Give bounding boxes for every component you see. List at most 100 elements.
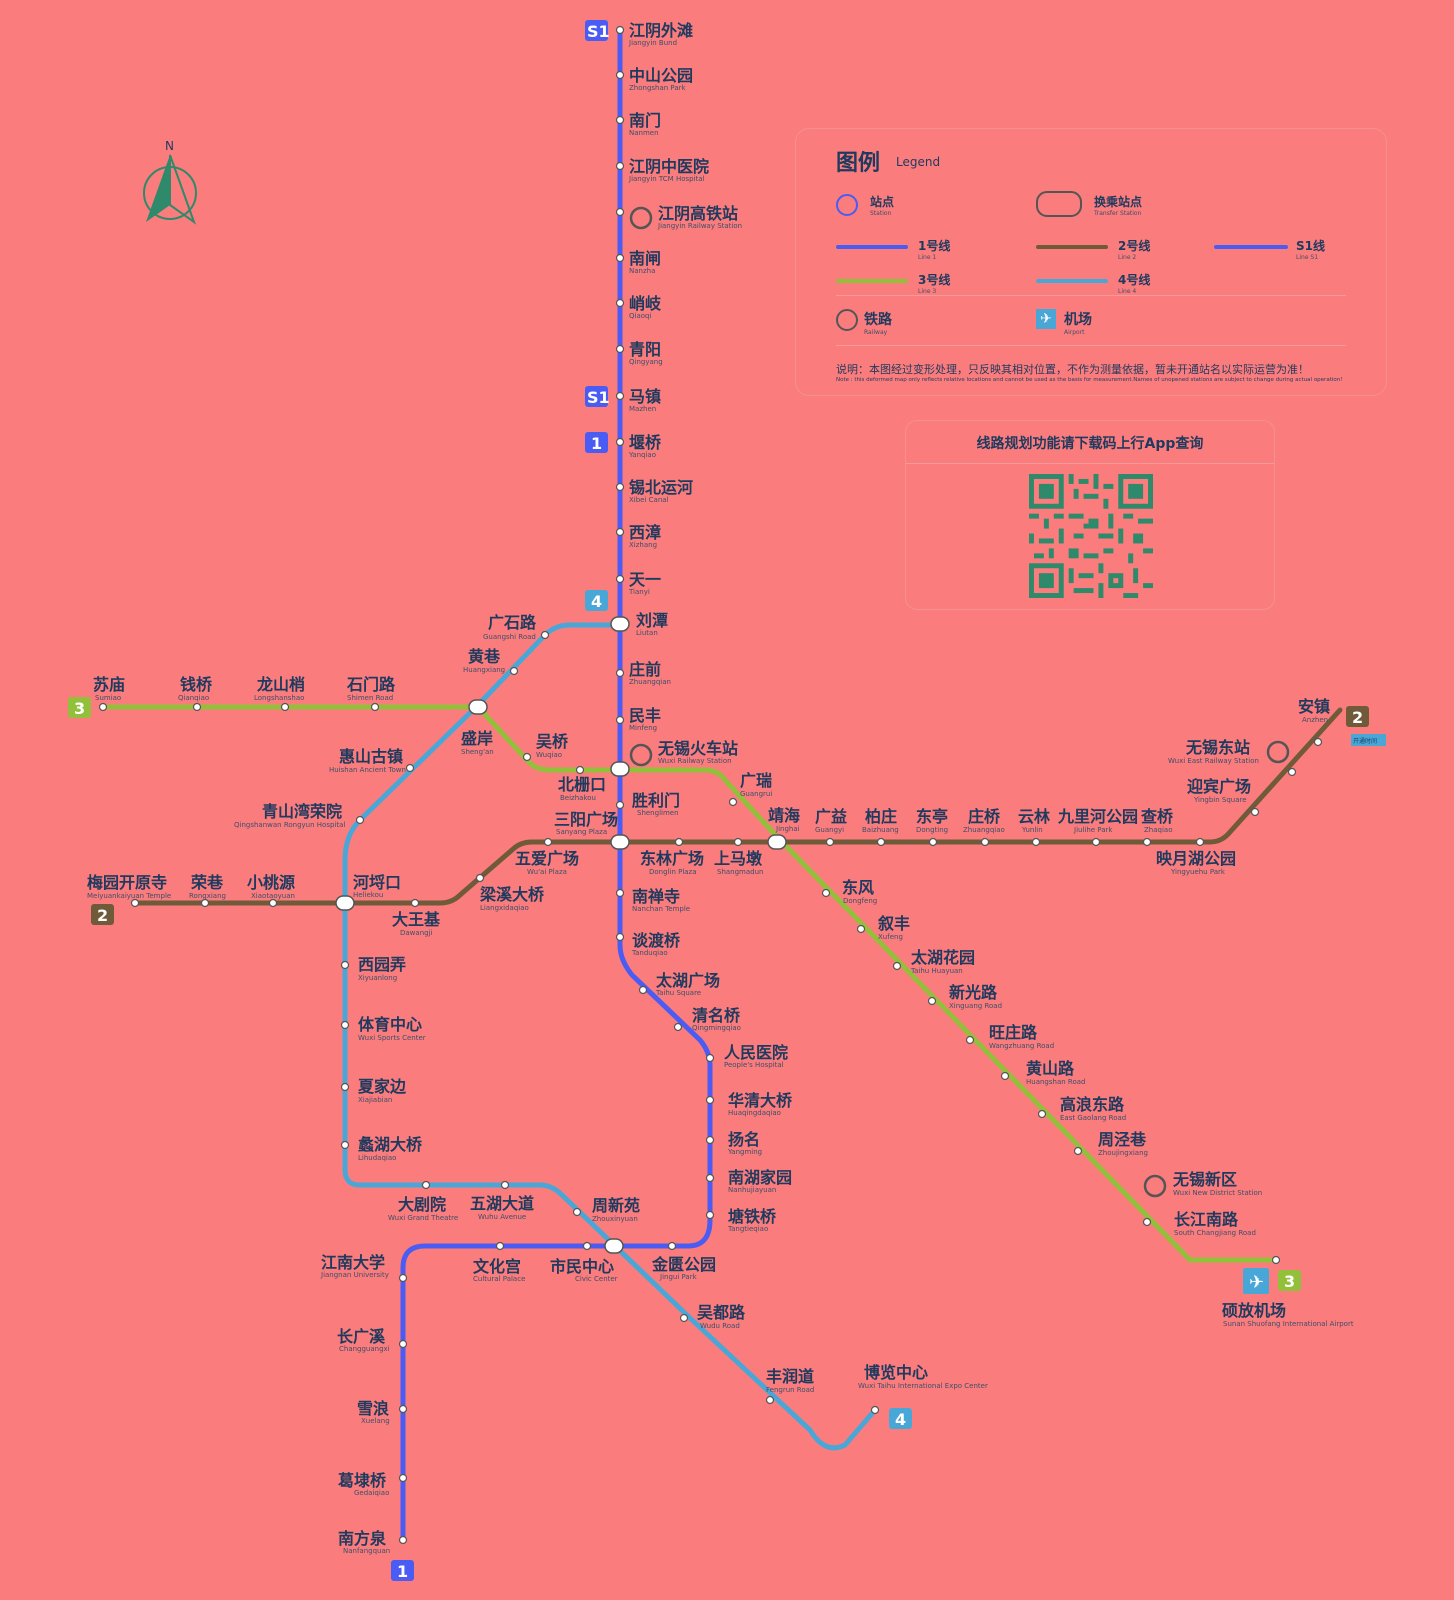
line-3-route <box>100 704 1279 1263</box>
svg-text:Yunlin: Yunlin <box>1021 826 1043 834</box>
svg-text:3: 3 <box>1284 1272 1295 1291</box>
svg-text:S1: S1 <box>587 22 610 41</box>
svg-text:Shenglimen: Shenglimen <box>637 809 679 817</box>
svg-text:Tanduqiao: Tanduqiao <box>631 949 668 957</box>
station-label: 吴桥 <box>536 732 569 751</box>
station-label: 周泾巷 <box>1098 1130 1147 1149</box>
svg-text:Minfeng: Minfeng <box>629 724 657 732</box>
station-label: 大王基 <box>392 910 441 929</box>
svg-text:Sunan Shuofang International A: Sunan Shuofang International Airport <box>1223 1320 1354 1328</box>
station-label: 南闸 <box>629 249 661 268</box>
station-label: 梁溪大桥 <box>479 885 545 904</box>
qr-title: 线路规划功能请下载码上行App查询 <box>976 436 1204 452</box>
legend-station-icon <box>836 194 858 216</box>
station-label: 东林广场 <box>640 849 704 868</box>
station-label: 扬名 <box>728 1130 760 1149</box>
station-label: 旺庄路 <box>989 1023 1038 1042</box>
line-2-route <box>132 707 1343 906</box>
svg-text:Tangtieqiao: Tangtieqiao <box>727 1225 768 1233</box>
svg-text:Jiangyin TCM Hospital: Jiangyin TCM Hospital <box>628 175 705 183</box>
line-badge-1-mid: 1 <box>585 432 608 453</box>
station-label: 清名桥 <box>692 1006 741 1025</box>
svg-text:Xuelang: Xuelang <box>361 1417 390 1425</box>
svg-text:Qiaoqi: Qiaoqi <box>629 312 651 320</box>
svg-text:Huangshan Road: Huangshan Road <box>1026 1078 1085 1086</box>
station-label: 迎宾广场 <box>1187 777 1251 796</box>
station-label: 蠡湖大桥 <box>358 1135 423 1154</box>
station-label: 上马墩 <box>714 849 763 868</box>
line-s1-route <box>400 27 713 1543</box>
station-label: 太湖花园 <box>910 948 975 967</box>
station-label: 南方泉 <box>338 1529 387 1548</box>
svg-text:Guangyi: Guangyi <box>815 826 844 834</box>
station-label: 小桃源 <box>247 873 295 892</box>
svg-text:Xufeng: Xufeng <box>878 933 903 941</box>
svg-text:2: 2 <box>97 906 108 925</box>
svg-text:Jinghai: Jinghai <box>775 825 800 833</box>
svg-text:Heliekou: Heliekou <box>353 891 383 899</box>
station-label: 无锡火车站 <box>657 739 738 758</box>
legend-lineS1-swatch <box>1214 245 1288 249</box>
station-label: 无锡东站 <box>1185 738 1250 757</box>
svg-text:Gedaiqiao: Gedaiqiao <box>354 1489 389 1497</box>
station-label: 青山湾荣院 <box>262 802 342 821</box>
transfer-stations <box>335 616 787 1254</box>
svg-text:Liangxidaqiao: Liangxidaqiao <box>480 904 529 912</box>
station-label: 苏庙 <box>93 675 125 694</box>
legend-railway-icon <box>836 309 858 331</box>
legend-line3-swatch <box>836 279 908 283</box>
line-badge-3-right: 3 <box>1278 1270 1301 1291</box>
svg-text:Sanyang Plaza: Sanyang Plaza <box>556 828 607 836</box>
svg-text:Qingyang: Qingyang <box>629 358 663 366</box>
station-label: 雪浪 <box>357 1399 389 1418</box>
svg-text:Nanchan Temple: Nanchan Temple <box>632 905 690 913</box>
legend-divider <box>836 295 1346 296</box>
svg-text:Jiangyin Bund: Jiangyin Bund <box>628 39 677 47</box>
station-label: 文化宫 <box>473 1257 521 1276</box>
legend-note: 说明：本图经过变形处理，只反映其相对位置，不作为测量依据，暂未开通站名以实际运营… <box>836 363 1309 376</box>
svg-text:Taihu Huayuan: Taihu Huayuan <box>910 967 963 975</box>
svg-text:Rongxiang: Rongxiang <box>189 892 226 900</box>
svg-text:Jiulihe Park: Jiulihe Park <box>1073 826 1113 834</box>
legend-note-en: Note : this deformed map only reflects r… <box>836 377 1343 383</box>
svg-text:Wuxi Railway Station: Wuxi Railway Station <box>658 757 732 765</box>
station-label: 锡北运河 <box>629 478 693 497</box>
svg-text:Zhaqiao: Zhaqiao <box>1144 826 1172 834</box>
svg-text:S1: S1 <box>587 388 610 407</box>
svg-text:Baizhuang: Baizhuang <box>862 826 899 834</box>
svg-text:Xiajiabian: Xiajiabian <box>358 1096 392 1104</box>
svg-text:Donglin Plaza: Donglin Plaza <box>649 868 697 876</box>
line-badge-2-left: 2 <box>91 904 114 925</box>
svg-text:Meiyuankaiyuan Temple: Meiyuankaiyuan Temple <box>87 892 171 900</box>
station-label: 庄前 <box>629 660 661 679</box>
station-label: 五湖大道 <box>470 1194 534 1213</box>
station-label: 天一 <box>629 570 661 589</box>
svg-text:Qianqiao: Qianqiao <box>178 694 209 702</box>
station-label: 青阳 <box>629 340 661 359</box>
qr-code[interactable] <box>1029 474 1153 598</box>
svg-text:Guangshi Road: Guangshi Road <box>483 633 536 641</box>
anzhen-tag: 开通时间 <box>1351 734 1386 746</box>
station-dots <box>98 25 1323 1545</box>
legend-airport-icon: ✈ <box>1036 309 1056 329</box>
station-label: 华清大桥 <box>728 1091 793 1110</box>
svg-text:1: 1 <box>397 1562 408 1581</box>
svg-text:Cultural Palace: Cultural Palace <box>473 1275 525 1283</box>
legend-line1-swatch <box>836 245 908 249</box>
station-label: 黄巷 <box>468 647 501 666</box>
station-label: 龙山梢 <box>256 675 305 694</box>
svg-text:Zhouxinyuan: Zhouxinyuan <box>592 1215 638 1223</box>
svg-text:Yingbin Square: Yingbin Square <box>1193 796 1247 804</box>
svg-text:3: 3 <box>74 699 85 718</box>
airport-icon: ✈ <box>1243 1268 1269 1294</box>
station-label: 市民中心 <box>550 1257 614 1276</box>
svg-text:4: 4 <box>591 592 602 611</box>
svg-text:Zhoujingxiang: Zhoujingxiang <box>1098 1149 1148 1157</box>
